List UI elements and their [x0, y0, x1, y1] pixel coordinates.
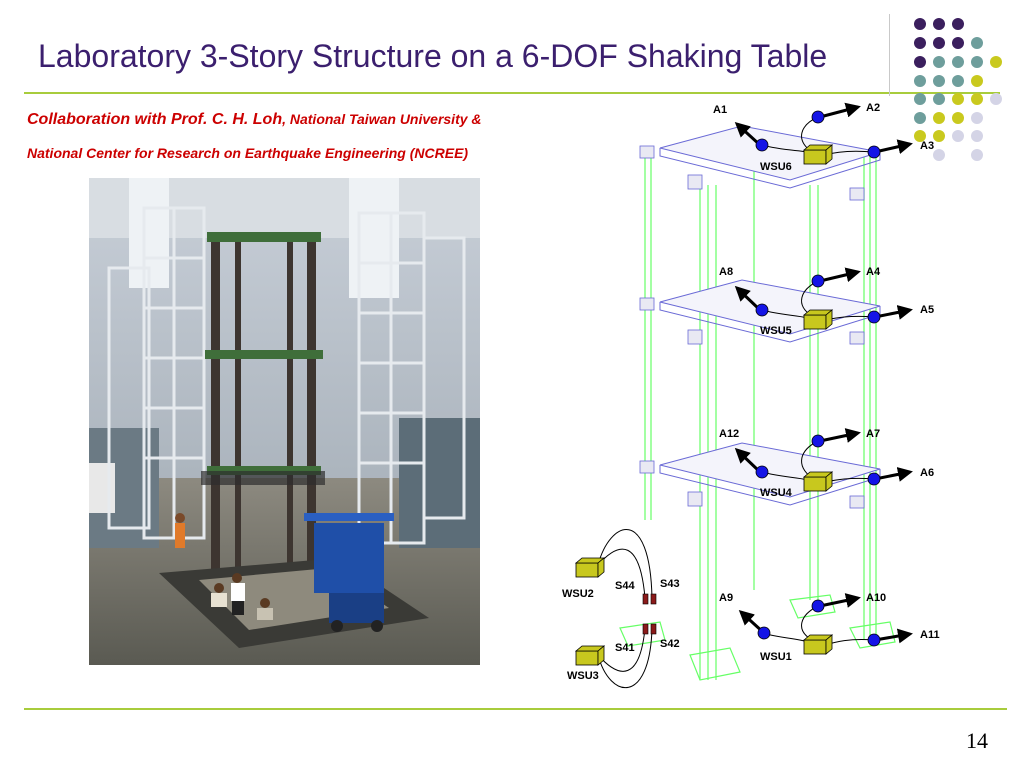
dot [914, 56, 926, 68]
dot [952, 37, 964, 49]
wsu-boxes [574, 144, 834, 666]
dot [952, 56, 964, 68]
dot [990, 93, 1002, 105]
dot [914, 130, 926, 142]
dot [933, 56, 945, 68]
laboratory-photo [89, 178, 480, 665]
label-a1: A1 [713, 104, 727, 116]
title-underline [24, 92, 1000, 94]
label-a7: A7 [866, 428, 880, 440]
dot [914, 112, 926, 124]
label-wsu6: WSU6 [760, 161, 792, 173]
label-a5: A5 [920, 304, 934, 316]
label-a3: A3 [920, 140, 934, 152]
dot [952, 112, 964, 124]
label-s42: S42 [660, 638, 680, 650]
dot [971, 93, 983, 105]
label-wsu4: WSU4 [760, 487, 793, 499]
label-wsu3: WSU3 [567, 670, 599, 682]
dot [990, 56, 1002, 68]
label-a10: A10 [866, 592, 886, 604]
dot [952, 130, 964, 142]
collaboration-line-2: National Center for Research on Earthqua… [27, 145, 469, 161]
decorative-dot-grid [914, 18, 1002, 161]
dot [933, 37, 945, 49]
dot [952, 75, 964, 87]
wsu6-box [802, 144, 834, 165]
label-wsu2: WSU2 [562, 588, 594, 600]
accelerometer-dots [755, 110, 881, 647]
diagram-labels: A1 A2 A3 WSU6 A8 A4 A5 WSU5 A12 A7 A6 WS… [562, 102, 940, 682]
label-a9: A9 [719, 592, 733, 604]
slide-title: Laboratory 3-Story Structure on a 6-DOF … [38, 38, 828, 74]
dot [952, 93, 964, 105]
label-wsu1: WSU1 [760, 651, 792, 663]
wsu3-box [574, 645, 606, 666]
dot [914, 93, 926, 105]
dot [971, 149, 983, 161]
dot [971, 75, 983, 87]
dot [933, 75, 945, 87]
dot [971, 56, 983, 68]
dot [952, 18, 964, 30]
wsu4-box [802, 471, 834, 492]
label-s44: S44 [615, 580, 635, 592]
acceleration-arrows [734, 102, 913, 644]
wsu2-box [574, 557, 606, 578]
dot [914, 18, 926, 30]
label-s43: S43 [660, 578, 680, 590]
dot [933, 93, 945, 105]
dot [914, 37, 926, 49]
label-a6: A6 [920, 467, 934, 479]
dot [933, 149, 945, 161]
dot [971, 112, 983, 124]
collaboration-prefix: Collaboration with Prof. C. H. Loh [27, 111, 283, 128]
label-wsu5: WSU5 [760, 325, 792, 337]
structure-frame [619, 150, 896, 681]
collaboration-affiliation: , National Taiwan University & [282, 111, 482, 127]
dot [933, 130, 945, 142]
dot [933, 112, 945, 124]
page-number: 14 [966, 728, 988, 753]
label-a4: A4 [866, 266, 881, 278]
label-s41: S41 [615, 642, 635, 654]
wsu5-box [802, 309, 834, 330]
wsu1-box [802, 634, 834, 655]
label-a12: A12 [719, 428, 739, 440]
label-a11: A11 [920, 629, 940, 641]
collaboration-line-1: Collaboration with Prof. C. H. Loh, Nati… [27, 111, 482, 129]
footer-rule [24, 708, 1007, 710]
dot [933, 18, 945, 30]
header-divider [889, 14, 890, 96]
dot [971, 130, 983, 142]
label-a8: A8 [719, 266, 733, 278]
dot [914, 75, 926, 87]
label-a2: A2 [866, 102, 880, 114]
dot [971, 37, 983, 49]
strain-gauges [642, 593, 657, 635]
